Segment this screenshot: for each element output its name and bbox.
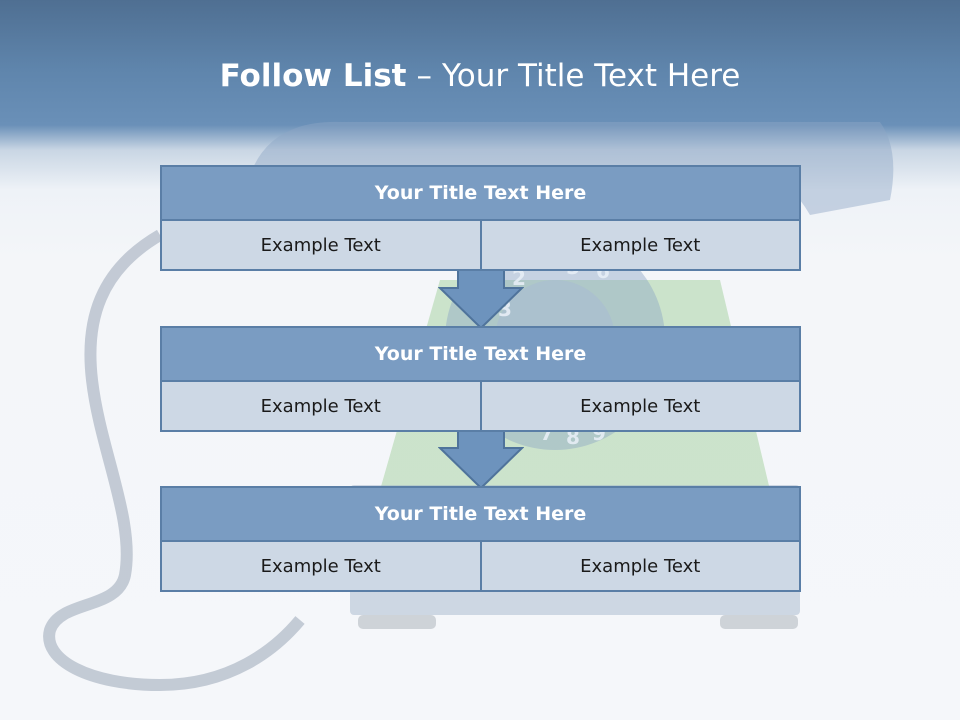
down-arrow-icon	[438, 430, 524, 490]
phone-foot-right	[720, 615, 798, 629]
step-title: Your Title Text Here	[160, 165, 801, 221]
step-row: Example Text Example Text	[160, 382, 801, 432]
step-title: Your Title Text Here	[160, 486, 801, 542]
step-row: Example Text Example Text	[160, 221, 801, 271]
follow-step-3: Your Title Text Here Example Text Exampl…	[160, 486, 801, 592]
step-cell-right: Example Text	[479, 382, 799, 430]
down-arrow-icon	[438, 270, 524, 330]
dial-digit: 2	[512, 266, 526, 290]
follow-step-2: Your Title Text Here Example Text Exampl…	[160, 326, 801, 432]
page-title: Follow List–Your Title Text Here	[0, 55, 960, 97]
step-cell-right: Example Text	[479, 221, 799, 269]
step-row: Example Text Example Text	[160, 542, 801, 592]
phone-cord	[43, 229, 305, 692]
title-strong: Follow List	[219, 58, 407, 94]
step-cell-left: Example Text	[162, 542, 480, 590]
step-cell-left: Example Text	[162, 221, 480, 269]
step-cell-right: Example Text	[479, 542, 799, 590]
follow-step-1: Your Title Text Here Example Text Exampl…	[160, 165, 801, 271]
phone-foot-left	[358, 615, 436, 629]
title-subtitle: Your Title Text Here	[441, 58, 741, 94]
title-dash: –	[416, 58, 432, 94]
step-cell-left: Example Text	[162, 382, 480, 430]
step-title: Your Title Text Here	[160, 326, 801, 382]
